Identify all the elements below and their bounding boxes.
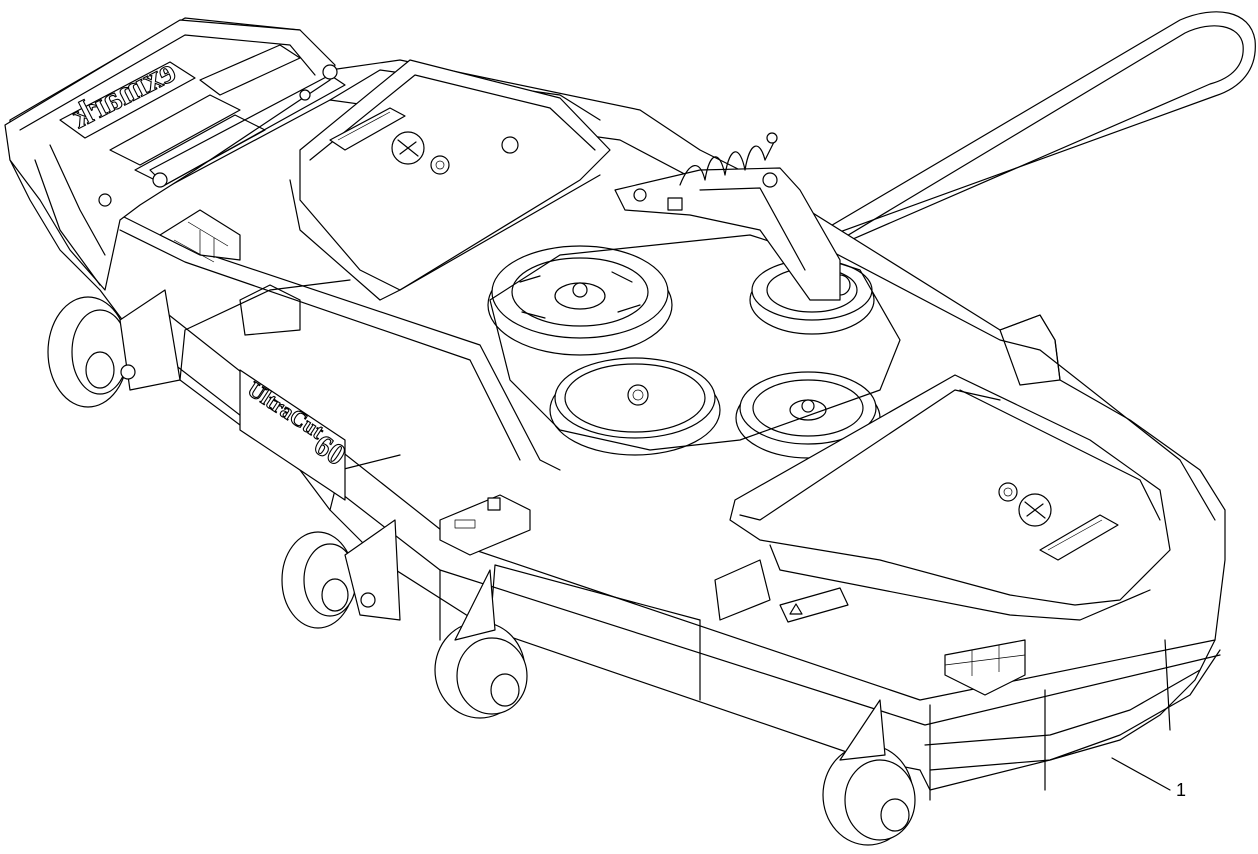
deck-belt	[489, 234, 901, 451]
tension-spring	[679, 132, 778, 186]
caster-wheel-front-right	[822, 699, 916, 846]
grid-decal-right	[944, 639, 1026, 696]
callout-label: 1	[1176, 780, 1186, 800]
right-belt-cover	[729, 374, 1171, 621]
anti-scalp-bracket	[239, 284, 1061, 621]
spindle-pulley-center	[549, 357, 721, 456]
left-belt-cover	[289, 59, 611, 301]
idler-arm	[614, 167, 841, 301]
spindle-pulley-left	[487, 245, 673, 356]
callout-leader-line	[1111, 757, 1171, 791]
warning-decal-right	[779, 587, 849, 623]
warning-decal-left	[439, 494, 531, 556]
caster-wheel-rear-left	[47, 289, 181, 408]
callout-1: 1	[1111, 757, 1186, 800]
drive-belt	[704, 11, 1256, 313]
grid-decal-left	[159, 209, 241, 263]
caster-wheel-mid-left	[281, 519, 401, 629]
caster-wheel-front-left	[434, 569, 528, 719]
